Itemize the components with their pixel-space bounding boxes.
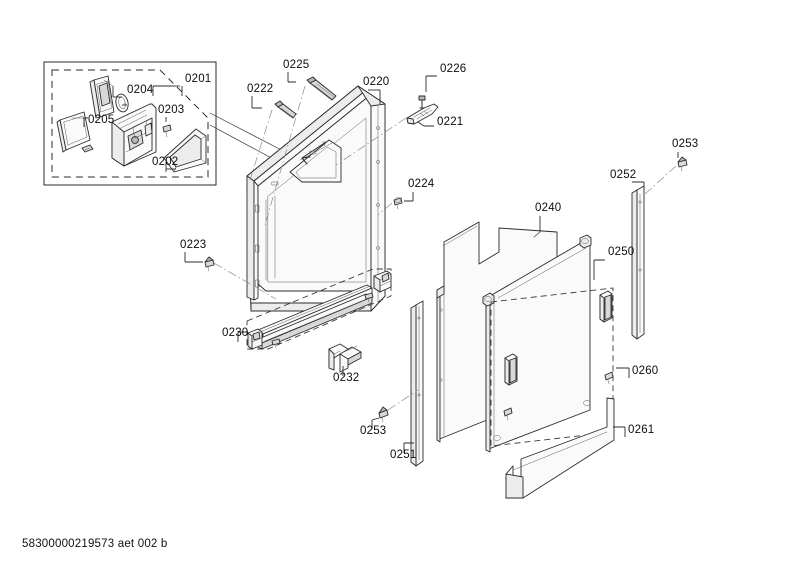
part-label-dispenser-cap-and-seal: 0204 [127,84,154,96]
leader-lines [181,72,679,453]
part-0204-dispenser-cap [89,75,129,119]
part-0232-hinge-bracket [328,343,362,373]
detail-inset-dispenser [43,61,217,186]
part-0261-base-plinth-panel [505,397,615,499]
part-label-panel-mounting-group: 0260 [632,365,658,377]
part-label-dispenser-cover-plate: 0205 [88,114,114,126]
part-0230-hinge-rail-assembly [246,268,392,350]
part-label-screw: 0253 [672,138,698,150]
part-0251-front-trim-strip [410,300,424,467]
part-label-small-screw: 0226 [440,63,466,75]
part-label-left-side-panel: 0240 [535,202,561,214]
part-0222-screw [274,100,297,119]
hinge-bracket-right [373,270,392,293]
part-0225-long-screw [306,76,337,101]
mount-screw-b [503,407,513,421]
part-dispenser-housing [111,103,157,167]
part-number-labels: 0201 0204 0203 0205 0202 0225 0222 0220 0226 0221… [88,59,698,461]
part-label-dispenser-module-assembly: 0201 [185,73,211,85]
part-label-dispenser-screw: 0203 [158,104,184,116]
part-label-door-handle-latch: 0221 [437,116,463,128]
assembly-screws-0230 [271,292,374,349]
part-label-screw: 0223 [180,239,206,251]
part-label-base-plinth-panel: 0261 [628,424,654,436]
part-0220-inner-door-panel [246,85,386,312]
part-0253-screw-left [378,406,389,423]
part-label-long-screw: 0225 [283,59,309,71]
mount-screw-a [604,371,614,385]
part-0252-side-trim-strip [631,185,645,340]
part-label-screw: 0253 [360,425,386,437]
part-label-front-trim-strip: 0251 [390,449,416,461]
part-label-screw: 0222 [247,83,273,95]
part-0226-small-screw [418,95,426,109]
part-label-door-hinge-rail-assembly: 0230 [222,327,248,339]
drawing-footer-code: 58300000219573 aet 002 b [22,538,168,550]
part-0253-screw-right [677,156,688,172]
part-0250-right-side-panel [482,234,613,453]
group-0260-dashed [490,287,614,447]
part-label-hinge-bracket: 0232 [333,372,359,384]
part-0221-door-handle-latch [406,103,439,125]
group-0230-dashed [246,268,392,350]
part-label-inner-door-panel: 0220 [363,76,389,88]
part-label-right-side-panel: 0250 [608,246,634,258]
inset-leaders [71,79,180,173]
part-label-screw: 0224 [408,178,435,190]
door-control-cutout [289,139,342,183]
panel-clip-upper [599,290,613,323]
part-label-dispenser-frame-gasket: 0202 [152,156,178,168]
part-0202-frame-gasket [163,128,207,173]
part-0224-screw [393,197,403,210]
inset-dashed-outline [51,69,209,178]
panel-clip-lower [504,353,518,386]
part-0223-screw [204,256,215,272]
part-0205-cover-plate [56,111,94,153]
inset-outer-frame [43,61,217,186]
hinge-bracket-left [247,328,263,350]
part-label-side-trim-strip: 0252 [610,169,636,181]
part-0203-screw [162,124,172,138]
